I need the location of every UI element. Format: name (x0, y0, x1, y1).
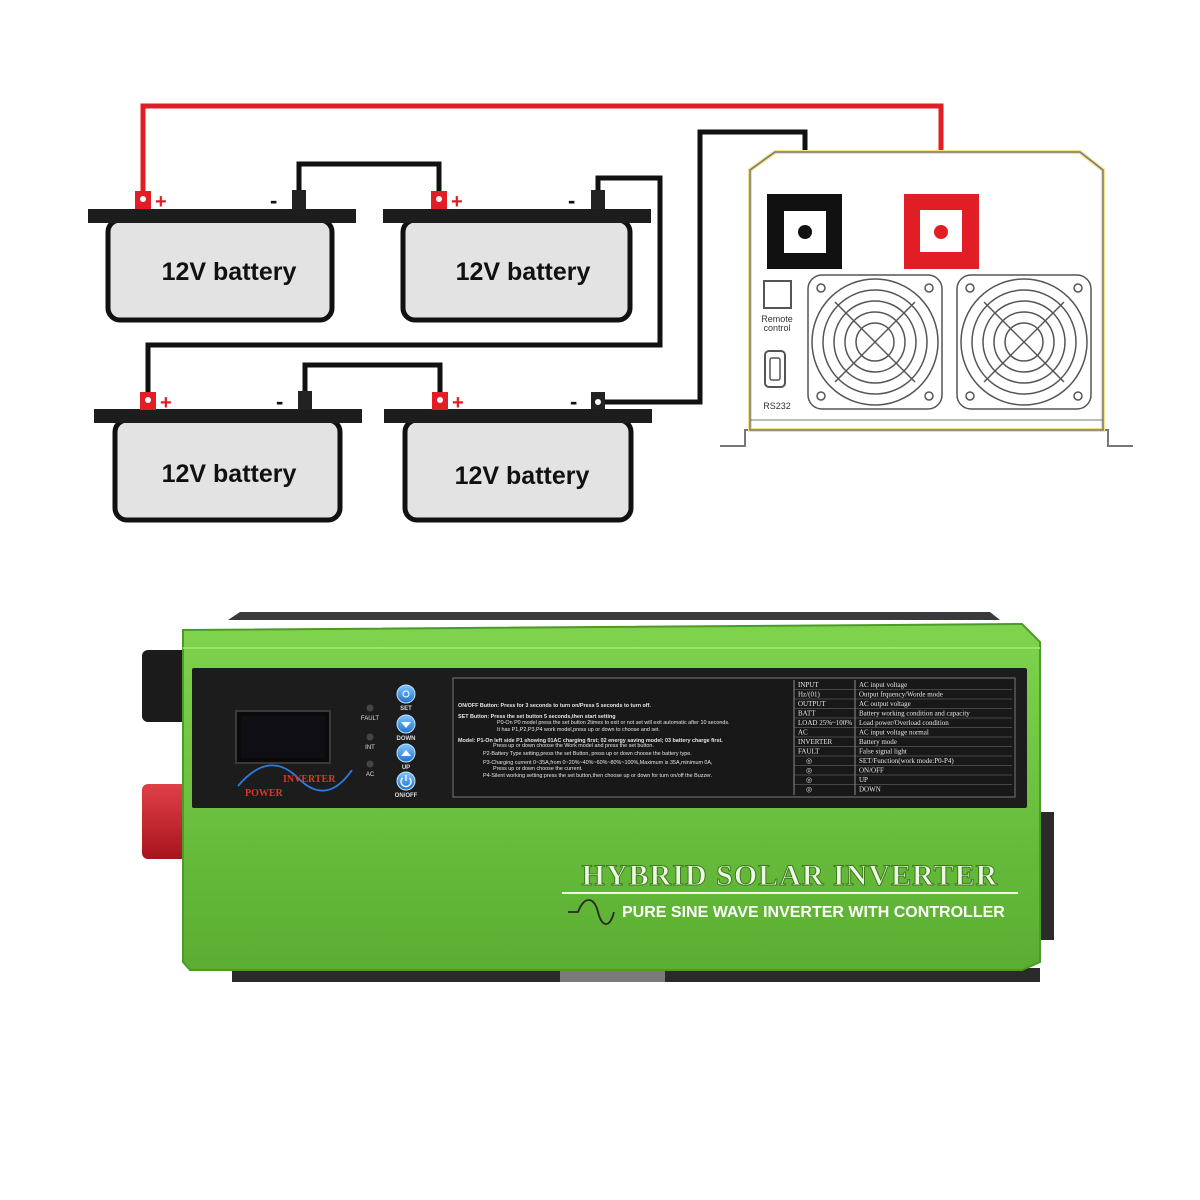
instruction-line: P3-Charging current 0~35A,from 0~20%~40%… (483, 760, 713, 766)
series-link-3 (302, 362, 443, 398)
legend-value: SET/Function(work mode:P0-P4) (859, 757, 954, 765)
negative-battery-terminal (142, 650, 188, 722)
indicator-led-int: INT (365, 733, 375, 751)
legend-key: ◎ (806, 786, 812, 794)
positive-symbol: + (155, 191, 167, 213)
battery-label: 12V battery (456, 258, 591, 286)
logo-text-top: INVERTER (283, 774, 336, 785)
legend-value: AC input voltage (859, 681, 907, 689)
battery-1: + - 12V battery (88, 188, 356, 323)
power-inverter-logo: INVERTER POWER (237, 764, 353, 799)
negative-symbol: - (276, 389, 283, 414)
legend-value: ON/OFF (859, 767, 884, 775)
positive-battery-terminal (142, 784, 188, 859)
indicator-led-fault: FAULT (361, 704, 380, 722)
inverter-back-panel: Remote control RS232 (720, 150, 1133, 447)
legend-key: ◎ (806, 767, 812, 775)
battery-label: 12V battery (162, 258, 297, 286)
legend-key: BATT (798, 710, 816, 718)
battery-2: + - 12V battery (383, 188, 651, 323)
button-label: SET (400, 706, 412, 712)
series-link-2 (145, 175, 663, 398)
logo-text-bottom: POWER (245, 788, 284, 799)
instruction-line: It has P1,P2,P3,P4 work model,press up o… (497, 727, 660, 733)
battery-3: + - 12V battery (94, 389, 362, 523)
instruction-line: P0-On P0 model press the set button 2tim… (497, 720, 730, 726)
positive-dc-terminal (904, 194, 979, 269)
instruction-line: Press up or down choose the current. (493, 766, 583, 772)
on-off-button[interactable]: ON/OFF (395, 771, 418, 799)
negative-terminal (292, 190, 306, 209)
legend-key: AC (798, 729, 808, 737)
button-label: DOWN (397, 736, 416, 742)
negative-symbol: - (568, 188, 575, 213)
legend-key: Hz/(01) (798, 691, 820, 699)
remote-label-line2: control (763, 323, 790, 333)
legend-key: INPUT (798, 681, 819, 689)
legend-value: DOWN (859, 786, 881, 794)
battery-4: + - 12V battery (384, 389, 652, 523)
positive-symbol: + (452, 392, 464, 414)
legend-value: False signal light (859, 748, 907, 756)
rs232-port (764, 350, 786, 388)
legend-value: Load power/Overload condition (859, 719, 949, 727)
chevron-up-icon (401, 750, 411, 756)
instruction-line: Press up or down choose the Work model a… (493, 743, 654, 749)
legend-value: Output frquency/Worde mode (859, 691, 943, 699)
button-label: UP (402, 765, 410, 771)
power-icon (400, 777, 412, 788)
legend-key: ◎ (806, 776, 812, 784)
legend-value: AC output voltage (859, 700, 911, 708)
indicator-label: INT (365, 745, 375, 751)
battery-label: 12V battery (162, 460, 297, 488)
negative-symbol: - (270, 188, 277, 213)
down-button[interactable]: DOWN (396, 714, 416, 742)
legend-key: INVERTER (798, 738, 833, 746)
legend-value: UP (859, 776, 868, 784)
legend-key: LOAD 25%~100% (798, 719, 852, 727)
legend-key: FAULT (798, 748, 820, 756)
battery-label: 12V battery (455, 462, 590, 490)
product-title: HYBRID SOLAR INVERTER (582, 859, 999, 892)
remote-label-line1: Remote (761, 314, 793, 324)
button-label: ON/OFF (395, 793, 418, 799)
up-button[interactable]: UP (396, 743, 416, 771)
positive-symbol: + (160, 392, 172, 414)
legend-value: Battery mode (859, 738, 897, 746)
legend-key: ◎ (806, 757, 812, 765)
rs232-label: RS232 (763, 401, 791, 411)
chevron-down-icon (401, 722, 411, 728)
instruction-line: P4-Silent working setting:press the set … (483, 773, 712, 779)
product-subtitle: PURE SINE WAVE INVERTER WITH CONTROLLER (622, 904, 1005, 921)
instruction-panel (452, 677, 1016, 798)
instruction-line: SET Button: Press the set button 5 secon… (458, 714, 616, 720)
negative-dc-terminal (767, 194, 842, 269)
negative-symbol: - (570, 389, 577, 414)
negative-terminal (298, 391, 312, 410)
instruction-line: ON/OFF Button: Press for 3 seconds to tu… (458, 703, 651, 709)
remote-control-port (763, 280, 792, 309)
instruction-text: ON/OFF Button: Press for 3 seconds to tu… (458, 703, 730, 779)
negative-terminal (591, 190, 605, 209)
set-button[interactable]: SET (396, 684, 416, 712)
inverter-product: INVERTER POWER FAULT INT AC SET DOWN (142, 612, 1054, 982)
indicator-led-ac: AC (366, 760, 375, 778)
instruction-line: Model: P1-On left side P1 showing 01AC c… (458, 738, 723, 744)
instruction-line: P2-Battery Type setting,press the set Bu… (483, 751, 692, 757)
legend-key: OUTPUT (798, 700, 826, 708)
legend-value: Battery working condition and capacity (859, 710, 970, 718)
wiring-diagram: + - 12V battery + - 12V battery + - 12V (88, 103, 1133, 523)
series-link-1 (296, 161, 442, 197)
indicator-label: AC (366, 772, 375, 778)
indicator-label: FAULT (361, 716, 380, 722)
lcd-display (235, 710, 331, 764)
positive-symbol: + (451, 191, 463, 213)
legend-value: AC input voltage normal (859, 729, 929, 737)
sine-wave-icon (568, 899, 615, 925)
cooling-fan-2 (956, 274, 1092, 410)
cooling-fan-1 (807, 274, 943, 410)
